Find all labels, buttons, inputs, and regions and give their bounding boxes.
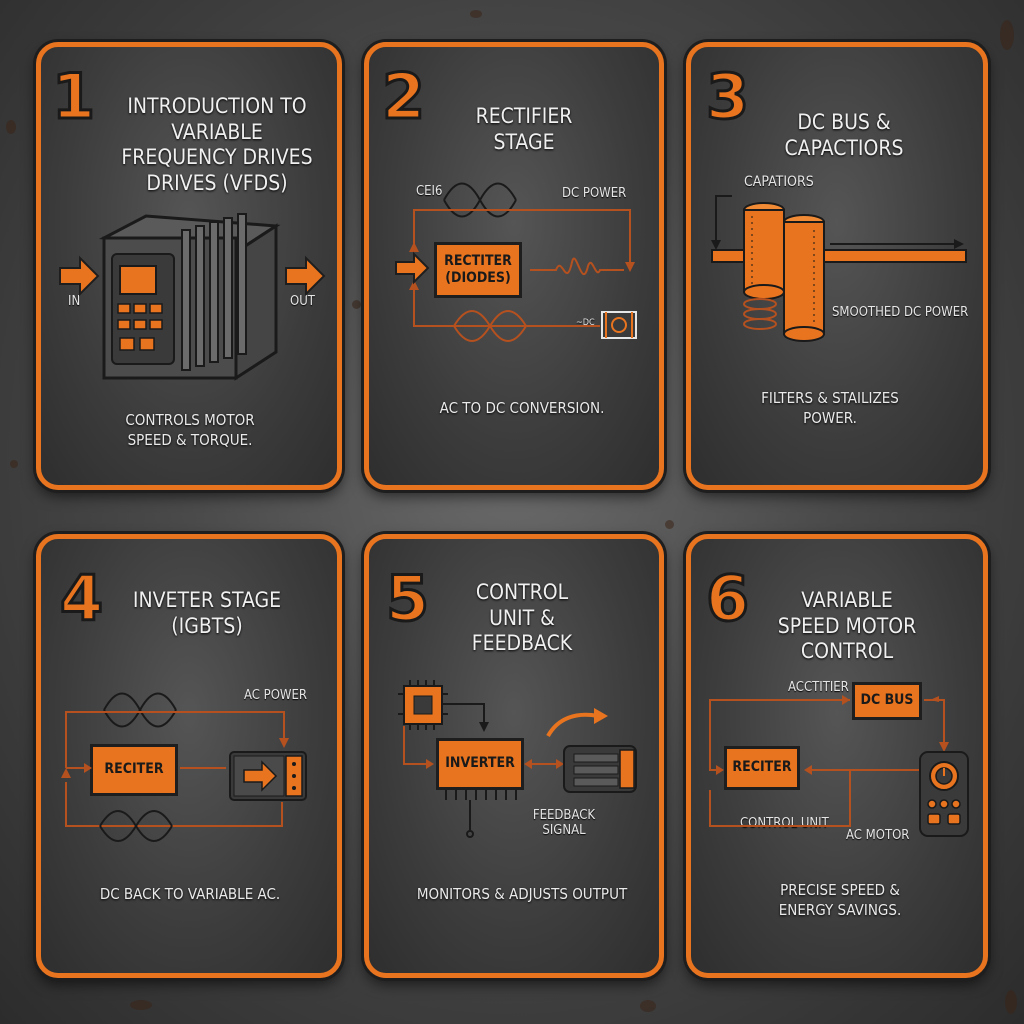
card-5-caption: MONITORS & ADJUSTS OUTPUT — [416, 885, 628, 903]
card-1-caption: CONTROLS MOTOR SPEED & TORQUE. — [125, 411, 255, 450]
card-6-ac-motor-label: AC MOTOR — [846, 828, 910, 843]
card-6-control-unit-label: CONTROL UNIT — [740, 816, 829, 831]
card-2-rectifier-box: RECTITER (DIODES) — [434, 242, 522, 298]
card-3-title: DC BUS & CAPACTIORS — [784, 110, 904, 160]
card-3-caption: FILTERS & STAILIZES POWER. — [761, 389, 899, 428]
card-6-caption: PRECISE SPEED & ENERGY SAVINGS. — [778, 881, 902, 920]
card-2-caption: AC TO DC CONVERSION. — [439, 399, 605, 417]
card-4-ac-power-label: AC POWER — [244, 688, 307, 703]
card-5-feedback-label: FEEDBACK SIGNAL — [532, 808, 596, 838]
step-number-3: 3 — [704, 60, 750, 133]
card-2-ac-label: CEI6 — [416, 184, 443, 199]
card-1-in-label: IN — [68, 294, 81, 309]
card-4-caption: DC BACK TO VARIABLE AC. — [99, 885, 281, 903]
card-2-title: RECTIFIER STAGE — [475, 104, 573, 154]
card-3-capatiors-label: CAPATIORS — [744, 174, 814, 190]
card-6-reciter-box: RECITER — [724, 746, 800, 790]
step-number-5: 5 — [384, 562, 430, 635]
card-6-dc-bus-box: DC BUS — [852, 682, 922, 720]
card-4-reciter-box: RECITER — [90, 744, 178, 796]
card-4-inverter — [36, 534, 342, 978]
card-2-small-label: ~DC — [576, 318, 595, 328]
card-1-title: INTRODUCTION TO VARIABLE FREQUENCY DRIVE… — [121, 94, 313, 195]
card-1-out-label: OUT — [290, 294, 315, 309]
step-number-1: 1 — [50, 60, 96, 133]
step-number-2: 2 — [380, 60, 426, 133]
step-number-4: 4 — [58, 562, 104, 635]
card-6-title: VARIABLE SPEED MOTOR CONTROL — [777, 588, 917, 664]
card-5-title: CONTROL UNIT & FEEDBACK — [471, 580, 573, 656]
card-3-dc-bus — [686, 42, 988, 490]
card-5-inverter-box: INVERTER — [436, 738, 524, 790]
step-number-6: 6 — [704, 562, 750, 635]
card-6-acctitier-label: ACCTITIER — [788, 680, 849, 695]
card-4-title: INVETER STAGE (IGBTs) — [132, 588, 282, 638]
card-3-smoothed-label: SMOOTHED DC POWER — [832, 305, 969, 320]
card-2-dc-power-label: DC POWER — [562, 186, 627, 201]
